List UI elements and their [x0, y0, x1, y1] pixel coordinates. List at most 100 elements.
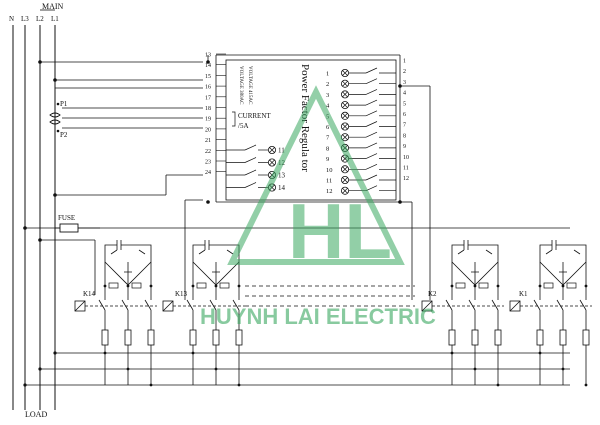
junction-dots [23, 60, 402, 242]
capacitor-stage [74, 240, 157, 387]
capacitor-stage [162, 240, 245, 387]
contactor-contact [98, 299, 106, 311]
relay-right-contact [365, 78, 378, 85]
control-wiring [25, 55, 570, 300]
capacitor-stage [509, 240, 592, 387]
right-terminal-8: 8 [403, 133, 406, 139]
relay-right-contact [365, 121, 378, 127]
coil-mark [509, 300, 521, 312]
contactor-contact [121, 299, 129, 311]
left-terminal-23: 23 [205, 160, 211, 166]
conductor-dot [126, 284, 130, 288]
right-terminal-9: 9 [403, 144, 406, 150]
discharge-resistor [108, 282, 119, 289]
left-terminal-20: 20 [205, 127, 211, 133]
stage-fuse [559, 329, 567, 346]
stage-fuse [212, 329, 220, 346]
conductor-dot [237, 284, 241, 288]
relay-right-contact [365, 174, 378, 181]
lamp-icon [340, 69, 350, 77]
line-label-l2: L2 [36, 15, 44, 23]
conductor-dot [538, 284, 542, 288]
fuse-label: FUSE [58, 214, 75, 222]
contactor-contact [579, 299, 587, 311]
line-label-l1: L1 [51, 15, 59, 23]
relay-left-contact [244, 157, 257, 163]
stage-fuse [189, 329, 197, 346]
coil-mark [74, 300, 86, 312]
watermark-text: HUYNH LAI ELECTRIC [200, 304, 436, 329]
voltage-label-380: VOLTAGE 380AC [238, 66, 243, 105]
relay-right-label-10: 10 [326, 167, 333, 174]
stage-feed-wires [25, 352, 570, 386]
contactor-label-k14: K14 [83, 290, 96, 298]
contactor-contact [186, 299, 194, 311]
discharge-resistor [543, 282, 554, 289]
feed-dot [584, 383, 588, 387]
right-terminal-6: 6 [403, 112, 406, 118]
left-terminal-13: 13 [205, 53, 211, 59]
current-sub-label: /5A [238, 122, 249, 130]
relay-right-label-1: 1 [326, 71, 329, 78]
voltage-label-415: VOLTAGE 415AC [247, 66, 252, 105]
contactor-contact [491, 299, 499, 311]
contactor-label-k13: K13 [175, 290, 188, 298]
conductor-dot [473, 284, 477, 288]
lamp-icon [267, 145, 277, 155]
stage-fuse [147, 329, 155, 346]
relay-right-label-12: 12 [326, 188, 333, 195]
relay-right-contact [365, 99, 378, 106]
right-terminal-2: 2 [403, 69, 406, 75]
current-label: CURRENT [238, 112, 271, 120]
relay-right-label-11: 11 [326, 178, 332, 185]
stage-fuse [582, 329, 590, 346]
left-terminal-16: 16 [205, 85, 211, 91]
relay-right-contact [365, 131, 378, 138]
relay-right-label-6: 6 [326, 124, 330, 131]
contactor-contact [445, 299, 453, 311]
relay-right-label-4: 4 [326, 103, 330, 110]
main-bus [12, 25, 56, 410]
left-terminal-15: 15 [205, 74, 211, 80]
lamp-icon [340, 122, 350, 131]
discharge-resistor [196, 282, 207, 289]
line-label-n: N [9, 15, 14, 23]
relay-right-contact [365, 89, 378, 95]
relay-left-label-14: 14 [278, 184, 286, 192]
discharge-resistor [219, 282, 230, 289]
discharge-resistor [566, 282, 577, 289]
left-terminal-17: 17 [205, 95, 211, 101]
relay-left-label-13: 13 [278, 172, 286, 180]
conductor-dot [450, 284, 454, 288]
relay-right-label-9: 9 [326, 156, 329, 163]
relay-left-contact [244, 144, 257, 151]
stage-fuse [235, 329, 243, 346]
conductor-dot [191, 284, 195, 288]
left-terminal-21: 21 [205, 138, 211, 144]
lamp-icon [340, 175, 350, 185]
conductor-dot [103, 284, 107, 288]
ct-p2-label: P2 [60, 131, 68, 139]
watermark-letters: HL [288, 187, 392, 275]
conductor-dot [561, 284, 565, 288]
contactor-contact [556, 299, 564, 311]
right-terminal-12: 12 [403, 176, 409, 182]
conductor-dot [584, 284, 588, 288]
conductor-dot [496, 284, 500, 288]
relay-right-contact [365, 67, 378, 74]
relay-right-contact [365, 153, 378, 159]
left-terminal-24: 24 [205, 170, 211, 176]
lamp-icon [267, 158, 277, 167]
discharge-resistor [478, 282, 489, 289]
left-terminal-19: 19 [205, 117, 211, 123]
contactor-label-k1: K1 [519, 290, 528, 298]
right-terminal-1: 1 [403, 59, 406, 65]
current-transformer [49, 102, 61, 133]
lamp-icon [340, 79, 350, 88]
capacitor-bank-frame [451, 244, 499, 262]
contactor-contact [144, 299, 152, 311]
